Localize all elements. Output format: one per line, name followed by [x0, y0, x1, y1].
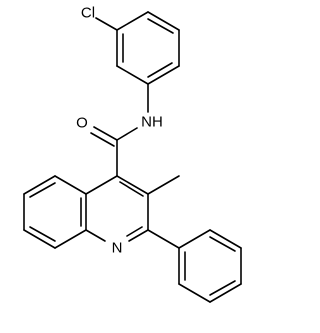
bond [209, 283, 242, 303]
bond [147, 11, 180, 31]
bond [54, 229, 87, 249]
bond [147, 18, 174, 34]
bond [147, 62, 173, 78]
nitrogen-atom-label: N [112, 240, 123, 257]
bond [85, 175, 118, 195]
phenyl-ring [178, 229, 242, 303]
c2-phenyl-bond [147, 229, 180, 249]
bond [209, 229, 242, 249]
carbonyl-double-bond-a [93, 126, 118, 141]
chemical-structure-diagram: Cl NH O N [23, 5, 242, 303]
c-cl-bond [95, 17, 118, 31]
pyridine-ring [85, 175, 149, 242]
bond [29, 182, 56, 198]
carbonyl-double-bond-b [90, 132, 115, 147]
bond [178, 283, 211, 303]
chlorophenyl-ring [116, 11, 180, 85]
bond [23, 229, 56, 249]
oxygen-atom-label: O [76, 115, 88, 132]
nh-atom-label: NH [141, 114, 163, 131]
bond [126, 226, 143, 237]
bond [116, 65, 149, 85]
bond [209, 280, 236, 296]
bond [116, 11, 149, 31]
bond [128, 229, 149, 242]
bond [29, 226, 56, 242]
bond [54, 175, 87, 195]
bond [209, 236, 236, 252]
chlorine-atom-label: Cl [81, 5, 95, 22]
bond [23, 175, 56, 195]
bond [85, 229, 106, 242]
bond [119, 181, 144, 197]
bond [178, 229, 211, 249]
bond [147, 65, 180, 85]
nh-carbonyl-bond [116, 127, 138, 141]
bond [116, 175, 149, 195]
benzo-ring [23, 175, 87, 249]
methyl-bond [147, 175, 180, 195]
